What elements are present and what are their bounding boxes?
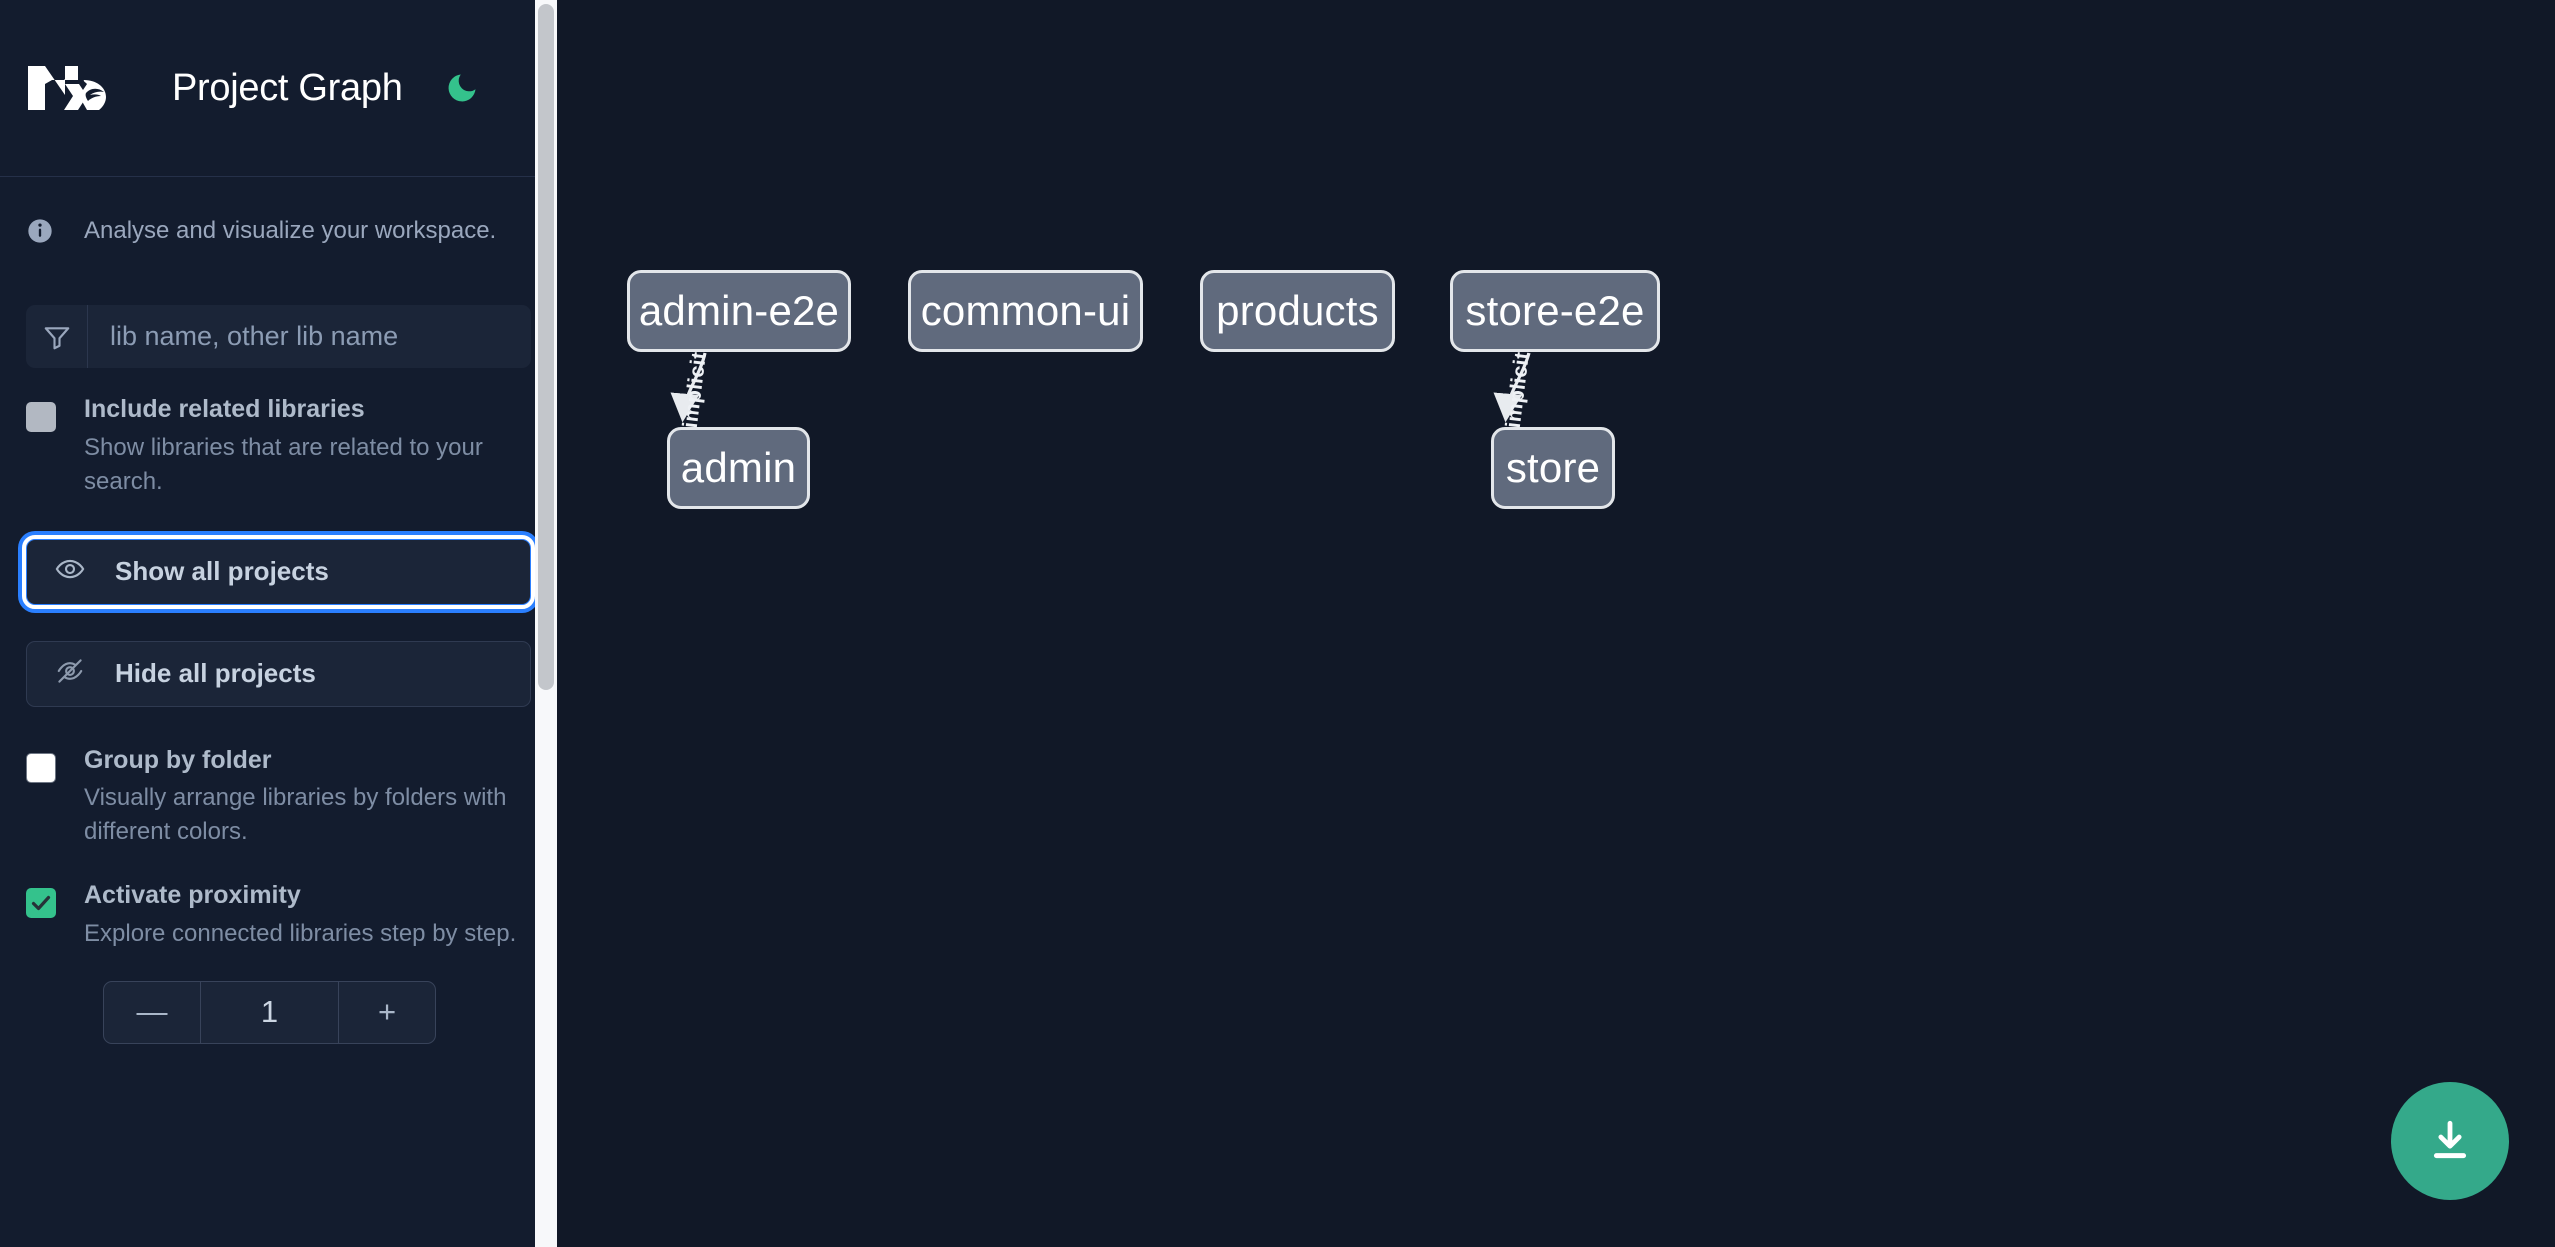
proximity-decrement-button[interactable]: — (104, 981, 201, 1043)
option-text: Group by folder Visually arrange librari… (84, 745, 524, 850)
graph-node-products[interactable]: products (1200, 270, 1395, 352)
option-label: Group by folder (84, 745, 272, 774)
option-group-by-folder[interactable]: Group by folder Visually arrange librari… (26, 745, 531, 850)
brand-header: Project Graph (0, 0, 557, 177)
graph-node-admin[interactable]: admin (667, 427, 810, 509)
graph-node-common-ui[interactable]: common-ui (908, 270, 1143, 352)
show-all-projects-label: Show all projects (115, 556, 329, 587)
graph-edges (670, 352, 1531, 423)
proximity-value: 1 (260, 994, 279, 1030)
option-label: Include related libraries (84, 395, 365, 423)
page-title: Project Graph (172, 66, 403, 109)
option-label: Activate proximity (84, 881, 301, 910)
sidebar-body: Include related libraries Show libraries… (0, 285, 557, 1247)
sidebar-scroll-thumb[interactable] (538, 4, 554, 690)
option-description: Show libraries that are related to your … (84, 433, 483, 495)
search-field[interactable] (26, 305, 531, 368)
moon-icon[interactable] (440, 66, 484, 110)
include-related-libraries-checkbox[interactable] (26, 402, 56, 432)
option-text: Activate proximity Explore connected lib… (84, 882, 516, 951)
edge-store-e2e-to-store (1493, 352, 1531, 423)
activate-proximity-checkbox[interactable] (26, 888, 56, 919)
option-description: Visually arrange libraries by folders wi… (84, 784, 507, 846)
proximity-increment-button[interactable]: + (338, 981, 435, 1043)
proximity-stepper[interactable]: — 1 + (103, 980, 436, 1044)
group-by-folder-checkbox[interactable] (26, 752, 56, 783)
option-text: Include related libraries Show libraries… (84, 395, 524, 499)
graph-node-admin-e2e[interactable]: admin-e2e (627, 270, 851, 352)
show-all-projects-button[interactable]: Show all projects (22, 534, 535, 609)
eye-icon (55, 554, 85, 589)
eye-off-icon (55, 656, 85, 691)
download-button[interactable] (2391, 1082, 2509, 1200)
option-include-related-libraries[interactable]: Include related libraries Show libraries… (26, 395, 531, 499)
hide-all-projects-label: Hide all projects (115, 658, 316, 689)
filter-icon (26, 305, 88, 368)
sidebar: Project Graph Analyse and visualize your… (0, 0, 557, 1247)
sidebar-scrollbar[interactable] (535, 0, 557, 1247)
graph-node-store-e2e[interactable]: store-e2e (1450, 270, 1660, 352)
graph-node-store[interactable]: store (1491, 427, 1615, 509)
edge-admin-e2e-to-admin (670, 352, 707, 423)
option-description: Explore connected libraries step by step… (84, 919, 517, 947)
info-icon (26, 217, 54, 245)
nx-logo (26, 62, 122, 114)
graph-canvas[interactable]: admin-e2e common-ui products store-e2e a… (557, 0, 2555, 1247)
tagline: Analyse and visualize your workspace. (0, 177, 557, 285)
hide-all-projects-button[interactable]: Hide all projects (26, 640, 531, 707)
option-activate-proximity[interactable]: Activate proximity Explore connected lib… (26, 882, 531, 951)
tagline-text: Analyse and visualize your workspace. (84, 217, 497, 244)
search-input[interactable] (88, 305, 531, 368)
